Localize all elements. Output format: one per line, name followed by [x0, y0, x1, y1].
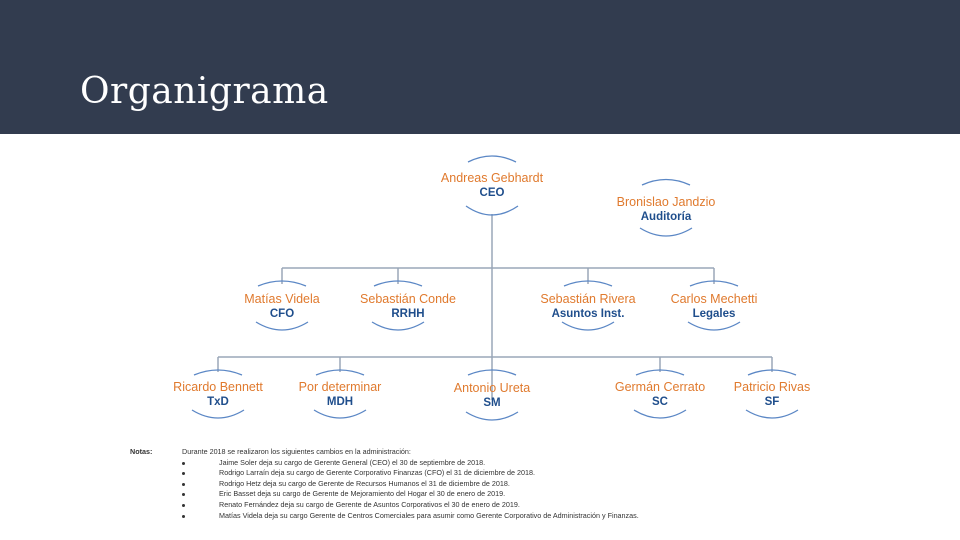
node-role: TxD [207, 396, 229, 408]
notes-item: Rodrigo Hetz deja su cargo de Gerente de… [182, 479, 639, 490]
org-chart-connectors [191, 155, 799, 421]
node-asuntos-inst: Sebastián Rivera Asuntos Inst. [518, 292, 658, 321]
notes-label: Notas: [130, 447, 153, 456]
node-role: Legales [692, 308, 736, 320]
notes-item: Eric Basset deja su cargo de Gerente de … [182, 489, 639, 500]
node-name: Patricio Rivas [733, 380, 811, 394]
node-name: Matías Videla [244, 292, 320, 306]
node-name: Por determinar [298, 380, 382, 394]
node-legales: Carlos Mechetti Legales [644, 292, 784, 321]
notes-list: Jaime Soler deja su cargo de Gerente Gen… [182, 458, 639, 522]
node-role: SM [483, 397, 501, 409]
node-sm: Antonio Ureta SM [422, 381, 562, 410]
node-cfo: Matías Videla CFO [212, 292, 352, 321]
slide-title: Organigrama [80, 71, 329, 112]
node-name: Antonio Ureta [453, 381, 531, 395]
node-role: Auditoría [640, 211, 692, 223]
node-name: Sebastián Conde [360, 292, 456, 306]
node-name: Andreas Gebhardt [440, 171, 544, 185]
notes-intro: Durante 2018 se realizaron los siguiente… [182, 447, 411, 456]
node-role: CFO [269, 308, 295, 320]
node-ceo: Andreas Gebhardt CEO [422, 171, 562, 200]
notes-item: Renato Fernández deja su cargo de Gerent… [182, 500, 639, 511]
node-name: Ricardo Bennett [173, 380, 263, 394]
node-role: MDH [326, 396, 354, 408]
node-name: Carlos Mechetti [670, 292, 758, 306]
node-mdh: Por determinar MDH [270, 380, 410, 409]
notes-item: Jaime Soler deja su cargo de Gerente Gen… [182, 458, 639, 469]
node-sf: Patricio Rivas SF [702, 380, 842, 409]
node-role: CEO [479, 187, 505, 199]
node-txd: Ricardo Bennett TxD [148, 380, 288, 409]
node-name: Sebastián Rivera [540, 292, 636, 306]
node-role: SF [764, 396, 780, 408]
notes-item: Matías Videla deja su cargo Gerente de C… [182, 511, 639, 522]
node-rrhh: Sebastián Conde RRHH [338, 292, 478, 321]
slide-header: Organigrama [0, 0, 960, 134]
node-audit: Bronislao Jandzio Auditoría [596, 195, 736, 224]
node-role: RRHH [391, 308, 425, 320]
notes-item: Rodrigo Larraín deja su cargo de Gerente… [182, 468, 639, 479]
node-role: SC [652, 396, 668, 408]
node-name: Bronislao Jandzio [616, 195, 716, 209]
node-sc: Germán Cerrato SC [590, 380, 730, 409]
node-name: Germán Cerrato [614, 380, 706, 394]
node-role: Asuntos Inst. [551, 308, 625, 320]
